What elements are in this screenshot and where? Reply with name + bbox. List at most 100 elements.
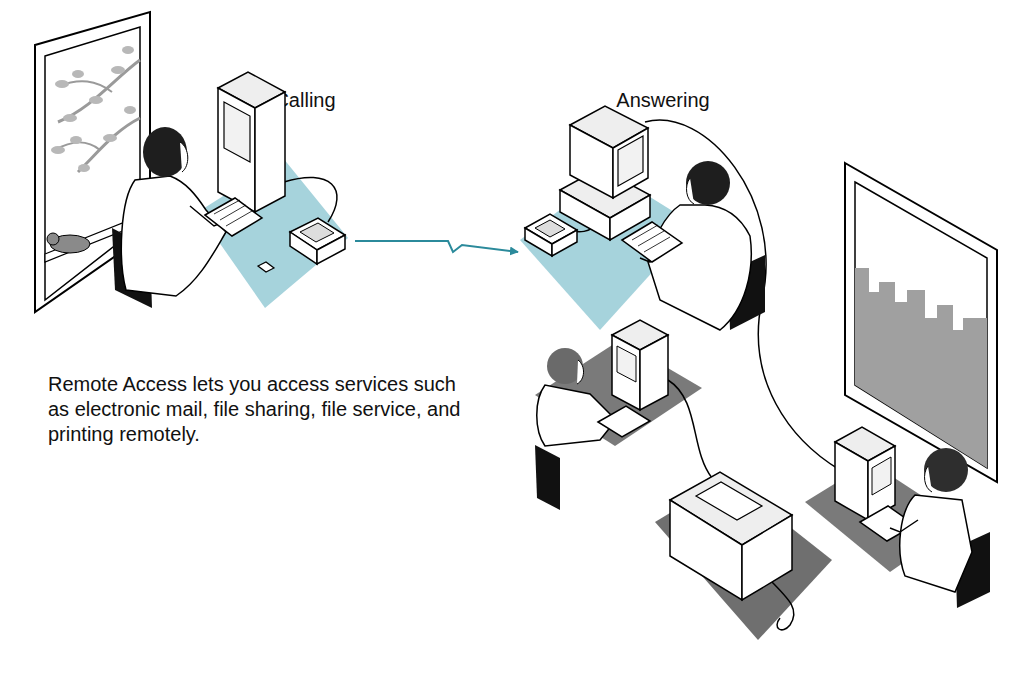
chair-back [728,255,765,330]
leaf [70,136,82,144]
person-hair [143,127,187,177]
person-body [648,205,751,330]
building [855,268,869,498]
leaf [103,134,117,142]
window-frame [35,12,150,312]
person-face [577,360,584,384]
modem-front [525,228,552,256]
printer-front [670,500,742,600]
network-cable [645,120,840,470]
building [925,318,937,548]
tree-branch [78,118,140,172]
computer-base-top [560,168,650,218]
keyboard [860,506,915,541]
node-outline [195,84,355,312]
printer-side [742,515,792,600]
leaf [72,70,84,78]
modem-side [317,235,345,264]
keyboard-keys [632,225,670,252]
chair-back [955,532,990,608]
person-face [687,178,694,204]
leaf [122,46,134,54]
computer-side [640,335,668,410]
person-face [180,142,188,172]
cat-head [47,233,59,245]
window-pane [45,27,140,300]
leaf [124,106,136,114]
printer-tray [696,482,762,520]
network-cable [668,380,712,478]
building [869,292,879,522]
modem-top [290,218,345,250]
computer-base-front [560,190,610,240]
person-body [537,385,616,446]
person-body [900,495,972,592]
caption-note: Remote Access lets you access services s… [48,372,463,447]
computer-front [868,446,895,520]
node-outline [518,84,703,334]
person-arm [640,236,672,262]
cable [770,580,794,630]
computer-side [835,442,868,520]
monitor-side [570,125,613,198]
building [937,305,953,535]
floor-patch [655,478,832,640]
chair-back [112,228,152,308]
building [907,290,925,520]
computer-top [835,427,895,461]
person-arm [890,520,918,532]
workstation-node: Answering [518,84,703,334]
phone-handset [300,223,334,242]
leaf [78,164,90,172]
computer-screen [224,102,250,162]
keyboard [598,406,650,437]
keyboard [205,198,262,236]
person-hair [686,161,730,205]
person-body [121,176,226,296]
computer-screen [617,346,636,382]
chair-back [535,445,560,510]
modem-side [552,230,577,256]
person-arm [190,206,228,226]
computer-top [612,320,668,350]
phone-handset [535,220,565,237]
tree-branch [58,60,140,122]
building [879,282,895,512]
person-hair [924,448,968,492]
floor-patch [805,462,962,572]
leaf [111,66,125,74]
floor-patch [535,340,702,446]
tree-leaves [51,46,136,172]
building [963,318,987,548]
workstation-area [198,158,348,308]
keyboard [622,222,682,262]
cable [284,177,337,222]
leaf [89,96,103,104]
leaf [55,80,69,88]
computer-base-side [610,195,650,240]
station-heading: Answering [616,88,709,112]
person-hair [547,348,583,384]
workstation-node: Calling [195,84,355,312]
modem-top [525,214,577,244]
computer-screen [872,457,891,495]
computer-side [255,92,285,212]
monitor-screen [618,136,643,186]
mouse [258,262,274,272]
station-heading: Calling [274,88,335,112]
modem-front [290,232,317,264]
building [953,330,963,560]
leaf [51,146,65,154]
monitor-top [570,106,648,148]
printer-top [670,472,792,545]
person-face [925,466,932,492]
window-sill [45,216,140,262]
city-skyline [855,268,987,560]
cable [562,222,600,232]
phone-link-arrow [355,241,518,252]
